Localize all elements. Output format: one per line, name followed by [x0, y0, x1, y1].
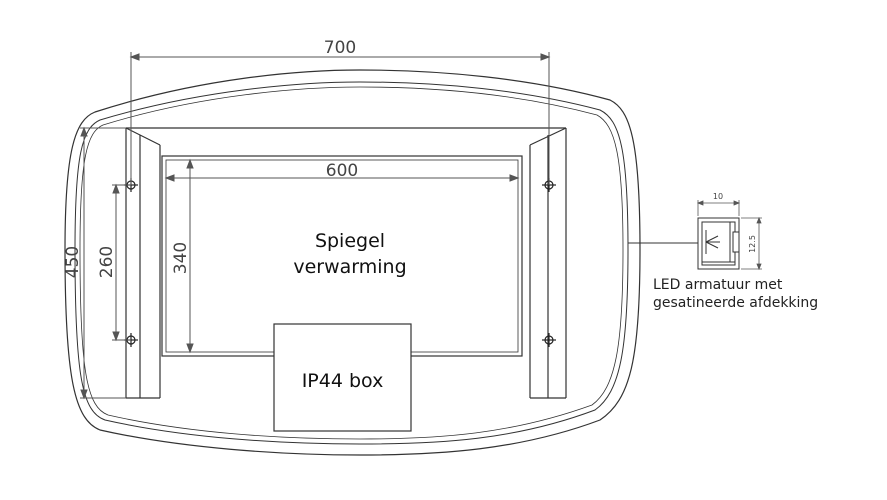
dim-heating-height-text: 340 [171, 242, 191, 274]
dim-heating-width [164, 174, 520, 182]
dim-mount-spacing-text: 260 [97, 246, 117, 278]
ip44-box [273, 323, 412, 432]
dim-profile-height [741, 216, 762, 271]
mirror-inner-outline-2 [79, 86, 624, 440]
dim-profile-width [696, 200, 741, 216]
heating-panel-label: Spiegel verwarming [260, 228, 440, 280]
frame-rails [125, 127, 567, 399]
dim-overall-width-text: 700 [324, 38, 356, 58]
dim-heating-width-text: 600 [326, 161, 358, 181]
heating-label-line2: verwarming [293, 256, 407, 278]
led-profile-detail [697, 217, 740, 270]
dim-overall-height-text: 450 [63, 246, 83, 278]
mirror-inner-outline [74, 81, 629, 445]
dim-heating-height [186, 158, 194, 354]
mount-cross-bottom-right [542, 333, 556, 347]
dim-profile-height-text: 12.5 [748, 235, 757, 253]
led-fixture-label: LED armatuur met gesatineerde afdekking [653, 276, 818, 312]
led-label-line2: gesatineerde afdekking [653, 295, 819, 311]
dim-overall-width [129, 52, 551, 185]
mirror-outer-outline [64, 69, 641, 456]
dim-mount-spacing [112, 183, 131, 342]
dim-overall-height [80, 126, 126, 400]
led-label-line1: LED armatuur met [653, 277, 783, 293]
heating-label-line1: Spiegel [314, 230, 386, 252]
dim-profile-width-text: 10 [713, 192, 723, 201]
ip44-box-label: IP44 box [301, 370, 384, 392]
